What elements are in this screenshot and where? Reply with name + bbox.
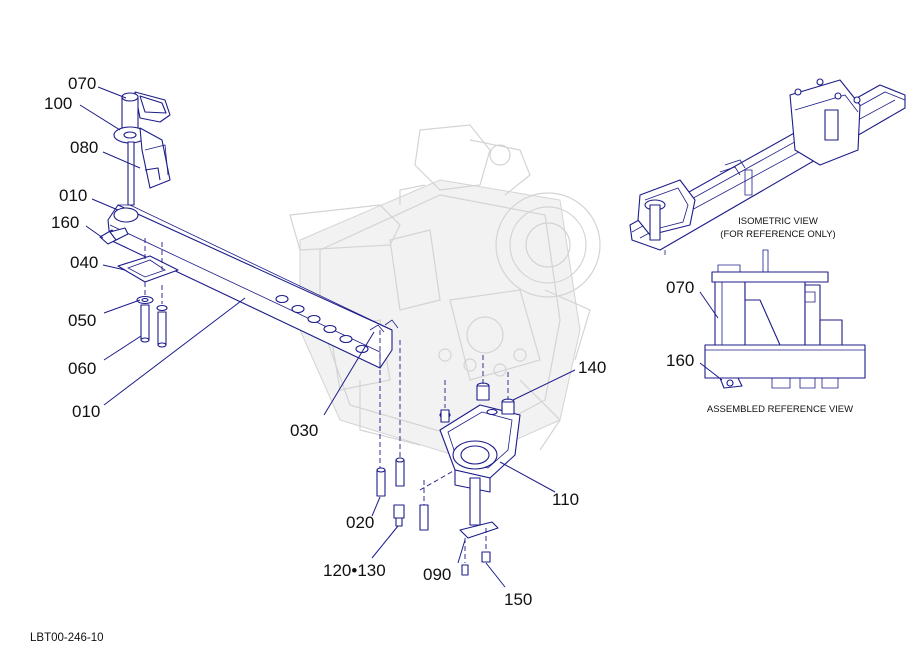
bolts-020-120-130: [376, 330, 456, 531]
callout-080: 080: [70, 138, 98, 157]
callout-030: 030: [290, 421, 318, 440]
callout-160-left: 160: [51, 213, 79, 232]
callout-100: 100: [44, 94, 72, 113]
hitch-pin-assembly: [113, 91, 171, 206]
isometric-view-sublabel: (FOR REFERENCE ONLY): [720, 229, 835, 240]
assembled-view-label: ASSEMBLED REFERENCE VIEW: [707, 404, 853, 415]
mounting-bracket-110: [439, 355, 521, 493]
callout-040: 040: [70, 253, 98, 272]
callout-060: 060: [68, 359, 96, 378]
view-notes: ISOMETRIC VIEW (FOR REFERENCE ONLY) ASSE…: [707, 216, 853, 415]
callout-020: 020: [346, 513, 374, 532]
drawing-code: LBT00-246-10: [30, 632, 104, 644]
isometric-view: [629, 78, 906, 255]
left-hardware-stack: [99, 227, 179, 348]
callout-050: 050: [68, 311, 96, 330]
assembled-reference-view: [704, 249, 866, 389]
callout-labels: 070 100 080 010 160 040 050 060 010 030 …: [44, 74, 694, 609]
callout-120-130: 120•130: [323, 561, 386, 580]
callout-010-top: 010: [59, 186, 87, 205]
callout-150: 150: [504, 590, 532, 609]
callout-070-top: 070: [68, 74, 96, 93]
leader-lines: [79, 86, 723, 588]
callout-010-bottom: 010: [72, 402, 100, 421]
callout-070-right: 070: [666, 278, 694, 297]
support-plate-090: [459, 477, 499, 576]
tractor-ghost-outline: [289, 124, 601, 461]
callout-140: 140: [578, 358, 606, 377]
callout-160-right: 160: [666, 351, 694, 370]
isometric-view-label: ISOMETRIC VIEW: [738, 216, 818, 227]
callout-090: 090: [423, 565, 451, 584]
callout-110: 110: [552, 490, 579, 509]
